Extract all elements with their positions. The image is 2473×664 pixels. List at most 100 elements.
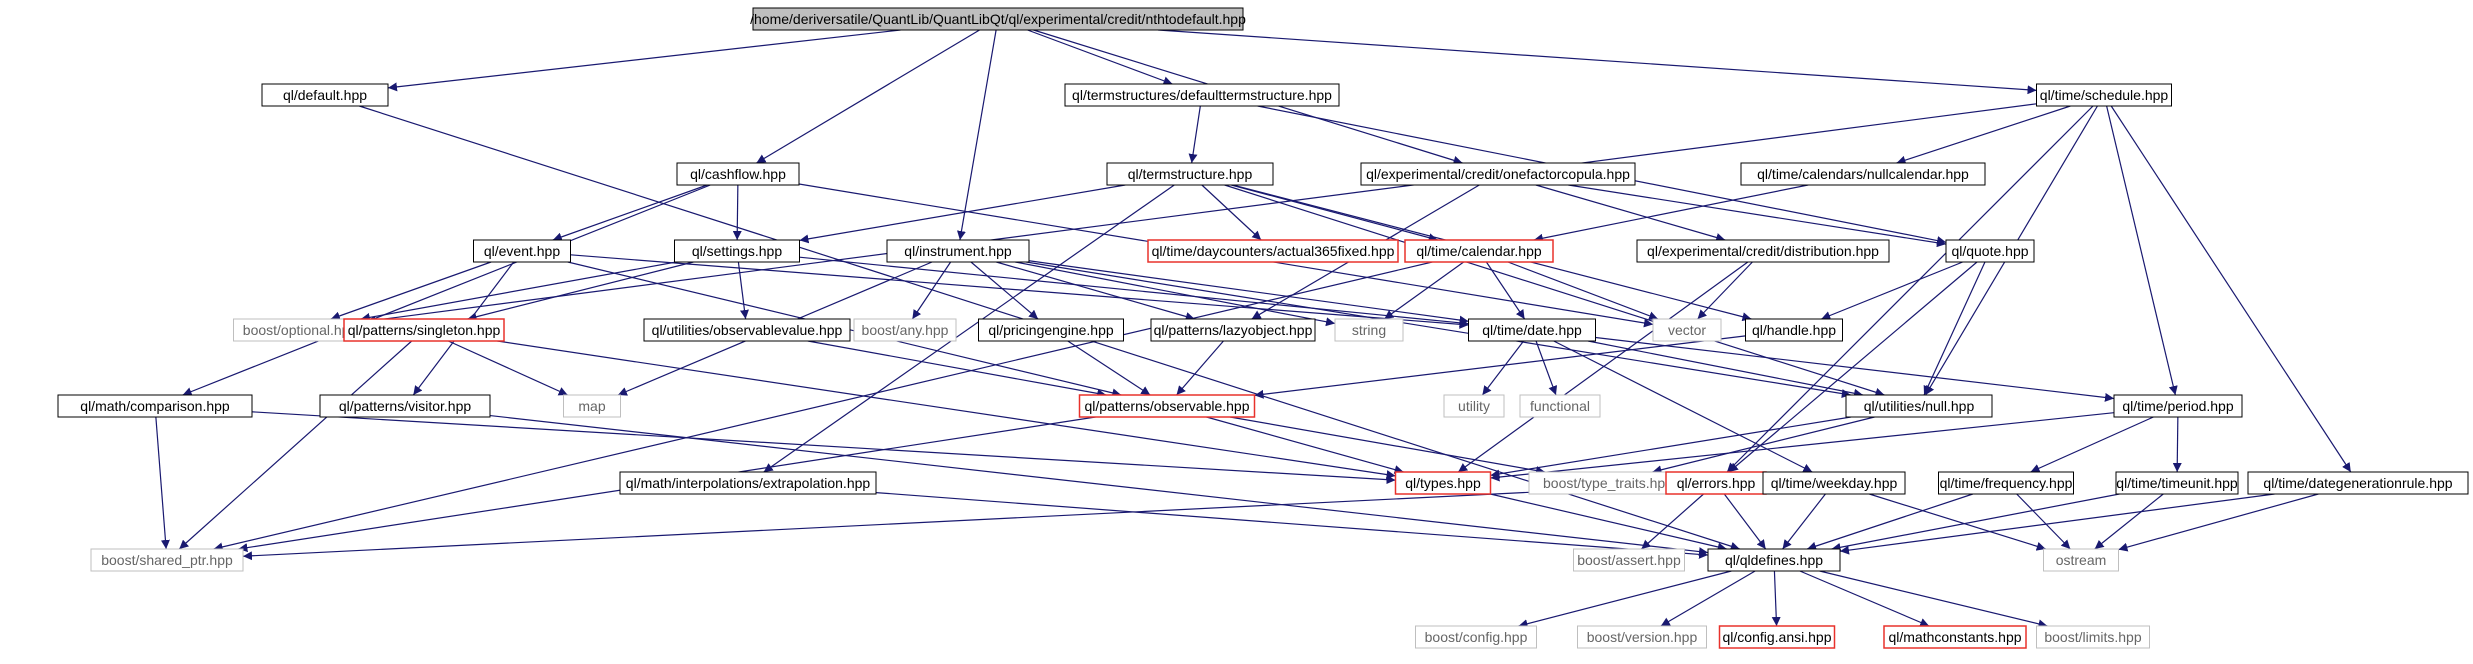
node-handle[interactable]: ql/handle.hpp (1745, 318, 1843, 342)
node-observablevalue[interactable]: ql/utilities/observablevalue.hpp (643, 318, 851, 342)
node-timeunit[interactable]: ql/time/timeunit.hpp (2115, 471, 2239, 495)
edge-date-to-functional (1535, 340, 1558, 396)
node-box (1150, 318, 1316, 342)
node-box (261, 83, 389, 107)
node-label: boost/limits.hpp (2044, 629, 2141, 645)
node-label: ql/pricingengine.hpp (988, 322, 1114, 338)
node-functional: functional (1519, 394, 1601, 418)
node-label: ql/config.ansi.hpp (1723, 629, 1832, 645)
node-onefactorcopula[interactable]: ql/experimental/credit/onefactorcopula.h… (1360, 162, 1636, 186)
node-label: ql/math/comparison.hpp (80, 398, 230, 414)
node-box (2043, 548, 2119, 572)
node-label: ql/handle.hpp (1752, 322, 1836, 338)
node-label: ql/instrument.hpp (904, 243, 1012, 259)
node-schedule[interactable]: ql/time/schedule.hpp (2036, 83, 2172, 107)
node-types[interactable]: ql/types.hpp (1394, 471, 1492, 495)
node-label: ql/time/calendars/nullcalendar.hpp (1757, 166, 1969, 182)
node-label: boost/version.hpp (1587, 629, 1698, 645)
node-label: /home/deriversatile/QuantLib/QuantLibQt/… (750, 11, 1246, 27)
edge-frequency-to-qldefines (1806, 493, 1974, 551)
node-dategenerationrule[interactable]: ql/time/dategenerationrule.hpp (2247, 471, 2469, 495)
node-quote[interactable]: ql/quote.hpp (1945, 239, 2035, 263)
node-actual365fixed[interactable]: ql/time/daycounters/actual365fixed.hpp (1147, 239, 1399, 263)
node-configansi[interactable]: ql/config.ansi.hpp (1718, 625, 1836, 649)
node-box (1945, 239, 2035, 263)
node-qldefines[interactable]: ql/qldefines.hpp (1707, 548, 1841, 572)
edge-calendar-to-date (1485, 261, 1526, 320)
edge-nullcalendar-to-calendar (1533, 184, 1809, 243)
edge-event-to-optional (330, 261, 492, 321)
node-singleton[interactable]: ql/patterns/singleton.hpp (343, 318, 505, 342)
edge-schedule-to-period (2106, 105, 2178, 396)
node-label: ql/math/interpolations/extrapolation.hpp (626, 475, 871, 491)
node-label: ql/qldefines.hpp (1725, 552, 1823, 568)
edge-nullhpp-to-types (1490, 416, 1852, 479)
node-ostream: ostream (2043, 548, 2119, 572)
node-box (1443, 394, 1505, 418)
node-map: map (563, 394, 621, 418)
node-distribution[interactable]: ql/experimental/credit/distribution.hpp (1636, 239, 1890, 263)
node-defaulttermstructure[interactable]: ql/termstructures/defaulttermstructure.h… (1064, 83, 1340, 107)
node-default[interactable]: ql/default.hpp (261, 83, 389, 107)
node-box (2247, 471, 2469, 495)
node-assert: boost/assert.hpp (1573, 548, 1685, 572)
node-nullcalendar[interactable]: ql/time/calendars/nullcalendar.hpp (1740, 162, 1986, 186)
node-label: ql/experimental/credit/distribution.hpp (1647, 243, 1879, 259)
node-pricingengine[interactable]: ql/pricingengine.hpp (978, 318, 1124, 342)
edge-nthtodefault-to-instrument (956, 29, 997, 241)
node-label: ql/time/weekday.hpp (1771, 475, 1898, 491)
node-label: ql/errors.hpp (1677, 475, 1756, 491)
node-label: ql/event.hpp (484, 243, 560, 259)
node-box (676, 162, 800, 186)
node-nthtodefault[interactable]: /home/deriversatile/QuantLib/QuantLibQt/… (750, 7, 1246, 31)
edge-lazyobject-to-observable (1176, 340, 1224, 396)
node-label: boost/optional.hpp (243, 322, 358, 338)
node-label: ql/time/period.hpp (2122, 398, 2234, 414)
node-label: ql/time/calendar.hpp (1416, 243, 1542, 259)
node-weekday[interactable]: ql/time/weekday.hpp (1762, 471, 1906, 495)
node-termstructure[interactable]: ql/termstructure.hpp (1106, 162, 1274, 186)
edge-settings-to-date (799, 256, 1469, 328)
node-string: string (1334, 318, 1404, 342)
node-settings[interactable]: ql/settings.hpp (674, 239, 800, 263)
node-frequency[interactable]: ql/time/frequency.hpp (1938, 471, 2074, 495)
node-visitor[interactable]: ql/patterns/visitor.hpp (319, 394, 491, 418)
node-box (1745, 318, 1843, 342)
node-box (1404, 239, 1554, 263)
node-calendar[interactable]: ql/time/calendar.hpp (1404, 239, 1554, 263)
node-label: ql/termstructure.hpp (1128, 166, 1253, 182)
node-label: ql/time/dategenerationrule.hpp (2263, 475, 2452, 491)
node-label: ql/settings.hpp (692, 243, 782, 259)
edge-quote-to-errors (1728, 261, 1978, 473)
edge-dategenerationrule-to-ostream (2118, 493, 2319, 552)
node-date[interactable]: ql/time/date.hpp (1468, 318, 1596, 342)
node-period[interactable]: ql/time/period.hpp (2113, 394, 2243, 418)
edge-dategenerationrule-to-qldefines (1839, 493, 2275, 555)
node-extrapolation[interactable]: ql/math/interpolations/extrapolation.hpp (619, 471, 877, 495)
node-nullhpp[interactable]: ql/utilities/null.hpp (1845, 394, 1993, 418)
node-box (1636, 239, 1890, 263)
node-event[interactable]: ql/event.hpp (473, 239, 571, 263)
node-optional: boost/optional.hpp (233, 318, 367, 342)
edge-weekday-to-ostream (1869, 493, 2046, 551)
node-lazyobject[interactable]: ql/patterns/lazyobject.hpp (1150, 318, 1316, 342)
node-mathconstants[interactable]: ql/mathconstants.hpp (1883, 625, 2027, 649)
node-label: vector (1668, 322, 1706, 338)
node-box (1147, 239, 1399, 263)
node-errors[interactable]: ql/errors.hpp (1665, 471, 1767, 495)
edge-extrapolation-to-qldefines (875, 492, 1709, 559)
node-label: ql/utilities/null.hpp (1864, 398, 1975, 414)
node-any: boost/any.hpp (853, 318, 957, 342)
node-cashflow[interactable]: ql/cashflow.hpp (676, 162, 800, 186)
edge-calendar-to-sharedptr (213, 261, 1433, 552)
node-comparison[interactable]: ql/math/comparison.hpp (57, 394, 253, 418)
node-label: ql/utilities/observablevalue.hpp (652, 322, 843, 338)
node-label: boost/config.hpp (1425, 629, 1528, 645)
edge-observablevalue-to-observable (807, 340, 1107, 398)
node-instrument[interactable]: ql/instrument.hpp (886, 239, 1030, 263)
node-box (978, 318, 1124, 342)
edge-schedule-to-optional (366, 103, 2037, 325)
node-box (1106, 162, 1274, 186)
node-observable[interactable]: ql/patterns/observable.hpp (1078, 394, 1256, 418)
